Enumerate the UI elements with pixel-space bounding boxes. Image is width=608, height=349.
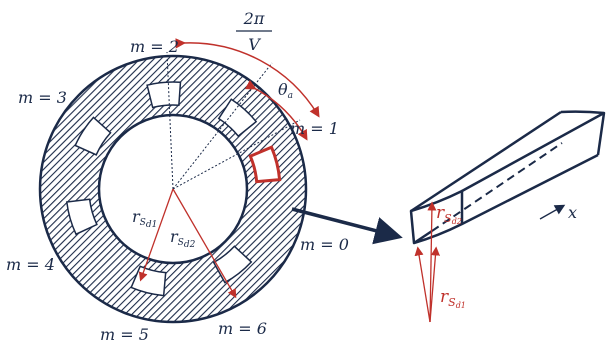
fraction-denominator: V: [248, 35, 261, 54]
bar-label-d1: rSd1: [440, 287, 466, 310]
bar-top-edge-left: [410, 110, 562, 213]
bar-top-edge-right: [461, 111, 605, 193]
angle-arc-theta: [244, 79, 308, 141]
radius-label-d2: rSd2: [170, 227, 196, 250]
bar-label-d2: rSd2: [436, 203, 462, 226]
mode-label-m4: m = 4: [6, 255, 55, 274]
slot-m0: [248, 145, 282, 184]
mode-label-m2: m = 2: [130, 37, 179, 56]
ref-line-m2: [166, 51, 174, 190]
slot-m6: [212, 245, 253, 284]
theta-label: θa: [278, 80, 293, 101]
slot-m3: [74, 116, 112, 156]
slot-m4: [65, 198, 98, 236]
x-axis-arrow: [539, 204, 566, 220]
x-axis-label: x: [568, 203, 577, 222]
bar-arrow-d2: [427, 201, 437, 323]
radius-arrow-d1: [138, 188, 174, 282]
bar-back-face: [560, 110, 606, 156]
fraction-numerator: 2π: [243, 9, 265, 28]
connector-arrow: [291, 207, 403, 245]
radius-arrows: [138, 188, 237, 299]
radius-arrow-d2: [172, 188, 237, 299]
mode-label-m6: m = 6: [218, 319, 267, 338]
mode-label-m0: m = 0: [300, 235, 349, 254]
mode-label-m1: m = 1: [290, 119, 339, 138]
slot-m2: [146, 81, 182, 109]
conductor-bar: [409, 110, 606, 245]
fraction-label: 2π V: [236, 9, 272, 54]
radius-label-d1: rSd1: [132, 207, 157, 230]
bar-radius-arrows: [414, 201, 441, 323]
bar-arrow-d1-left: [414, 246, 431, 323]
bar-bottom-edge-left: [413, 229, 433, 245]
mode-label-m3: m = 3: [18, 88, 67, 107]
mode-label-m5: m = 5: [100, 325, 149, 344]
bar-bottom-edge: [461, 153, 599, 226]
bar-arrow-d1-right: [429, 246, 441, 323]
bar-hidden-edge: [431, 142, 563, 232]
